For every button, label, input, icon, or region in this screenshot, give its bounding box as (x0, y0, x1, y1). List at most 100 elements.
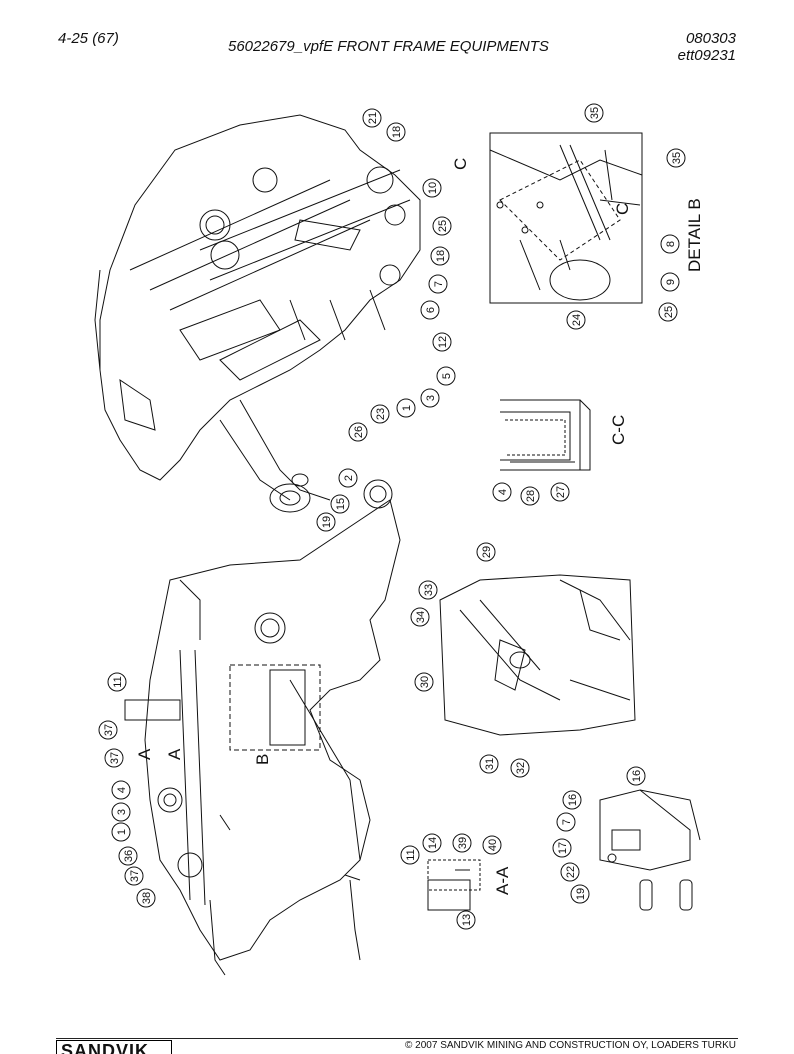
callout-circle (660, 234, 680, 254)
front-frame-side-view (124, 479, 401, 976)
logo-text: SANDVIK (61, 1041, 150, 1054)
callout-circle (436, 366, 456, 386)
callout-circle (422, 833, 442, 853)
callout-38: 38 (136, 888, 156, 908)
callout-circle (482, 835, 502, 855)
callout-number: 7 (561, 819, 573, 825)
callout-9: 9 (660, 272, 680, 292)
bracket-detail-view (599, 789, 701, 911)
callout-29: 29 (476, 542, 496, 562)
callout-circle (400, 845, 420, 865)
callout-number: 11 (405, 849, 417, 860)
callout-37: 37 (98, 720, 118, 740)
callout-19: 19 (316, 512, 336, 532)
callout-circle (479, 754, 499, 774)
callout-40: 40 (482, 835, 502, 855)
callout-number: 1 (401, 405, 413, 411)
footer-rule (56, 1038, 738, 1039)
section-cc-view (500, 399, 591, 471)
callout-number: 5 (441, 373, 453, 379)
callout-number: 37 (103, 724, 115, 736)
callout-16: 16 (626, 766, 646, 786)
callout-number: 31 (484, 758, 496, 770)
callout-circle (118, 846, 138, 866)
callout-circle (98, 720, 118, 740)
callout-22: 22 (560, 862, 580, 882)
callout-23: 23 (370, 404, 390, 424)
callout-15: 15 (330, 494, 350, 514)
callout-number: 13 (461, 914, 473, 926)
callout-11: 11 (107, 672, 127, 692)
callout-39: 39 (452, 833, 472, 853)
callout-18: 18 (430, 246, 450, 266)
callout-30: 30 (414, 672, 434, 692)
callout-3: 3 (420, 388, 440, 408)
callout-circle (432, 332, 452, 352)
callout-7: 7 (556, 812, 576, 832)
callout-number: 10 (427, 182, 439, 194)
callout-number: 38 (141, 892, 153, 904)
callout-number: 3 (116, 809, 128, 815)
callout-number: 18 (435, 250, 447, 262)
callout-35: 35 (584, 103, 604, 123)
callout-2: 2 (338, 468, 358, 488)
callout-circle (316, 512, 336, 532)
callout-number: 19 (575, 888, 587, 900)
callout-circle (570, 884, 590, 904)
callout-number: 12 (437, 336, 449, 348)
callout-5: 5 (436, 366, 456, 386)
callout-circle (510, 758, 530, 778)
callout-number: 35 (671, 152, 683, 164)
callout-circle (476, 542, 496, 562)
copyright-notice: © 2007 SANDVIK MINING AND CONSTRUCTION O… (405, 1040, 736, 1051)
callout-16: 16 (562, 790, 582, 810)
callout-number: 16 (567, 794, 579, 806)
callout-circle (330, 494, 350, 514)
callout-number: 39 (457, 837, 469, 849)
sandvik-logo: SANDVIK (56, 1040, 172, 1054)
section-aa-title: A-A (493, 866, 512, 895)
callout-number: 34 (415, 611, 427, 623)
callout-circle (556, 812, 576, 832)
callout-circle (492, 482, 512, 502)
callout-24: 24 (566, 310, 586, 330)
callout-number: 29 (481, 546, 493, 558)
callout-35: 35 (666, 148, 686, 168)
section-c-right-label: C (613, 203, 632, 215)
callout-21: 21 (362, 108, 382, 128)
callout-18: 18 (386, 122, 406, 142)
callout-circle (452, 833, 472, 853)
callout-number: 23 (375, 408, 387, 420)
callout-number: 27 (555, 486, 567, 498)
callout-circle (396, 398, 416, 418)
detail-b-view (489, 132, 643, 304)
callout-25: 25 (432, 216, 452, 236)
callout-number: 24 (571, 314, 583, 326)
callout-number: 3 (425, 395, 437, 401)
document-title: 56022679_vpfE FRONT FRAME EQUIPMENTS (228, 38, 549, 55)
callout-number: 35 (589, 107, 601, 119)
callout-1: 1 (111, 822, 131, 842)
callout-circle (420, 300, 440, 320)
callout-circle (386, 122, 406, 142)
section-aa-view (427, 859, 481, 911)
callout-number: 6 (425, 307, 437, 313)
callout-10: 10 (422, 178, 442, 198)
callout-31: 31 (479, 754, 499, 774)
callout-36: 36 (118, 846, 138, 866)
callout-number: 2 (343, 475, 355, 481)
callout-number: 37 (129, 870, 141, 882)
callout-number: 33 (423, 584, 435, 596)
section-c-left-label: C (451, 158, 470, 170)
section-cc-title: C-C (609, 415, 628, 445)
callout-number: 26 (353, 426, 365, 438)
callout-circle (136, 888, 156, 908)
callout-13: 13 (456, 910, 476, 930)
callout-circle (348, 422, 368, 442)
callout-number: 8 (665, 241, 677, 247)
callout-number: 28 (525, 490, 537, 502)
callout-14: 14 (422, 833, 442, 853)
callout-4: 4 (492, 482, 512, 502)
